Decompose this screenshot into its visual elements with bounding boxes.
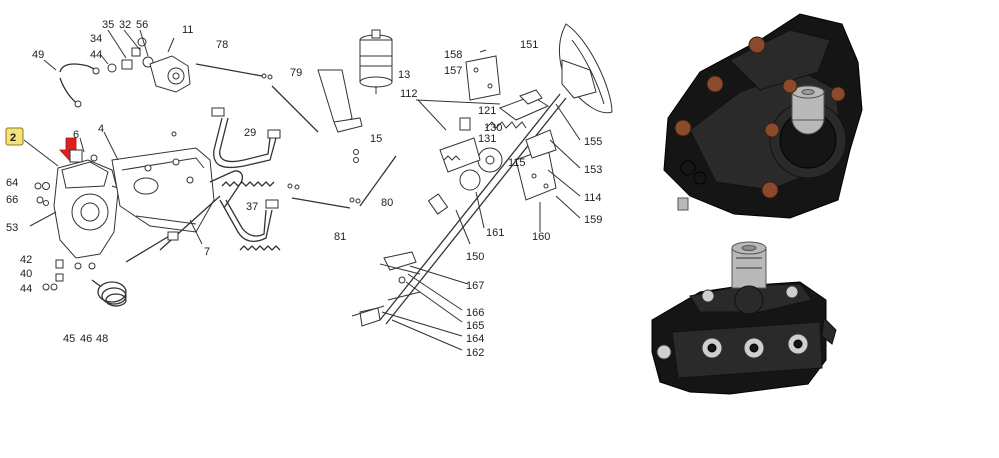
callout-164: 164 — [466, 333, 484, 345]
callout-4: 4 — [98, 123, 104, 135]
callout-46: 46 — [80, 333, 92, 345]
callout-161: 161 — [486, 227, 504, 239]
callout-80: 80 — [381, 197, 393, 209]
callout-7: 7 — [204, 246, 210, 258]
callout-49: 49 — [32, 49, 44, 61]
photo-steering-box-bottom — [651, 241, 837, 395]
callout-159: 159 — [584, 214, 602, 226]
callout-35: 35 — [102, 19, 114, 31]
coil-48 — [97, 281, 127, 303]
hose-49 — [59, 63, 97, 73]
rod-81 — [291, 197, 351, 209]
column-shaft — [379, 93, 561, 321]
bracket-15 — [317, 69, 353, 125]
callout-165: 165 — [466, 320, 484, 332]
callout-155: 155 — [584, 136, 602, 148]
callout-40: 40 — [20, 268, 32, 280]
parts-cluster-top-left — [59, 29, 393, 163]
rod-80 — [359, 155, 397, 207]
highlight-label-box — [5, 127, 24, 146]
callout-32: 32 — [119, 19, 131, 31]
callout-37: 37 — [246, 201, 258, 213]
callout-6: 6 — [73, 129, 79, 141]
callout-48: 48 — [96, 333, 108, 345]
callout-114: 114 — [584, 192, 602, 204]
frame-4 — [111, 131, 244, 263]
callout-166: 166 — [466, 307, 484, 319]
photo-steering-box-top — [663, 13, 863, 219]
callout-66: 66 — [6, 194, 18, 206]
callout-64: 64 — [6, 177, 18, 189]
steering-column-drawing — [351, 23, 613, 327]
callout-151: 151 — [520, 39, 538, 51]
callout-153: 153 — [584, 164, 602, 176]
callout-15: 15 — [370, 133, 382, 145]
callout-78: 78 — [216, 39, 228, 51]
callout-29: 29 — [244, 127, 256, 139]
callout-112: 112 — [400, 88, 418, 100]
callout-56: 56 — [136, 19, 148, 31]
tube-29 — [213, 117, 277, 169]
callout-44-lower: 44 — [20, 283, 32, 295]
callout-158: 158 — [444, 49, 462, 61]
callout-160: 160 — [532, 231, 550, 243]
callout-150: 150 — [466, 251, 484, 263]
steering-gearbox-drawing — [34, 149, 131, 307]
rod-78 — [195, 63, 263, 77]
highlight-label: 2 — [10, 132, 16, 144]
callout-labels: 35 32 56 11 34 44 49 78 79 13 15 6 4 29 … — [6, 19, 602, 359]
leader-lines — [23, 29, 581, 351]
callout-115: 115 — [508, 157, 526, 169]
callout-79: 79 — [290, 67, 302, 79]
callout-45: 45 — [63, 333, 75, 345]
callout-167: 167 — [466, 280, 484, 292]
callout-130: 130 — [484, 122, 502, 134]
callout-157: 157 — [444, 65, 462, 77]
spring-lower — [239, 245, 281, 251]
callout-34: 34 — [90, 33, 102, 45]
callout-13: 13 — [398, 69, 410, 81]
spring-upper — [221, 181, 275, 187]
callout-11: 11 — [182, 24, 193, 36]
callout-121: 121 — [478, 105, 496, 117]
tube-37 — [219, 199, 273, 243]
callout-162: 162 — [466, 347, 484, 359]
callout-81: 81 — [334, 231, 346, 243]
callout-131: 131 — [478, 133, 496, 145]
plate-157 — [465, 55, 501, 101]
callout-42: 42 — [20, 254, 32, 266]
rod-79 — [271, 85, 319, 133]
callout-53: 53 — [6, 222, 18, 234]
callout-44: 44 — [90, 49, 102, 61]
